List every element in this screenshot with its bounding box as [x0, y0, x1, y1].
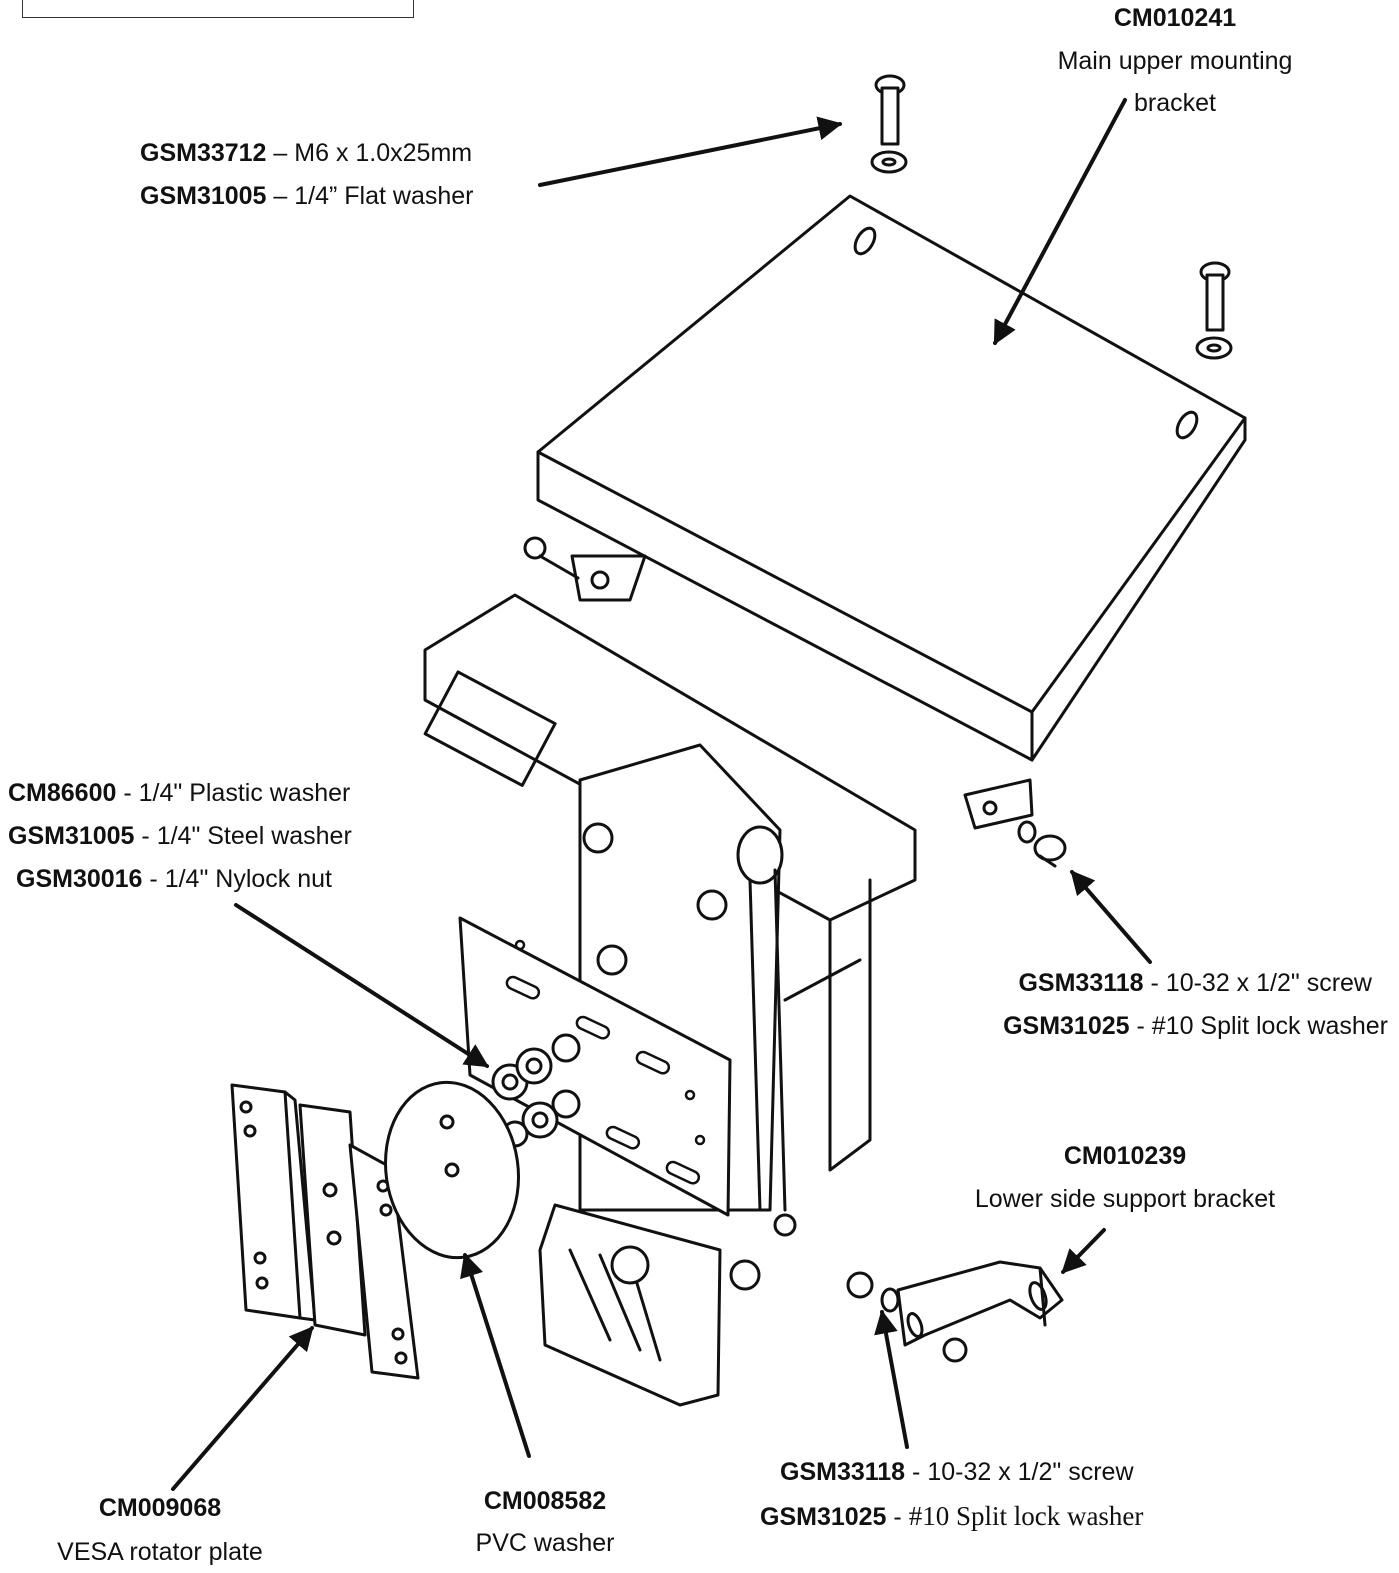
separator: – [266, 182, 295, 210]
part-number: GSM30016 [16, 865, 143, 893]
arrow-top-bolt [538, 116, 843, 187]
part-number: GSM31025 [760, 1503, 887, 1531]
callout-left-hardware: CM86600 - 1/4" Plastic washer GSM31005 -… [8, 778, 352, 894]
callout-right-screw: GSM33118 - 10-32 x 1/2" screw GSM31025 -… [968, 968, 1388, 1041]
arrow-vesa-plate [171, 1326, 314, 1491]
separator: - [116, 779, 139, 807]
top-bolt-left [870, 74, 908, 174]
part-description: M6 x 1.0x25mm [294, 139, 473, 167]
callout-upper-bracket: CM010241 Main upper mounting bracket [1045, 3, 1305, 118]
part-description: 1/4" Steel washer [156, 822, 352, 850]
part-description: Lower side support bracket [974, 1185, 1276, 1213]
part-number: GSM31025 [1003, 1012, 1130, 1040]
part-number: CM008582 [483, 1487, 607, 1515]
part-number: CM010241 [1113, 4, 1237, 32]
part-number: CM010239 [1063, 1142, 1187, 1170]
part-description: #10 Split lock washer [1151, 1012, 1388, 1040]
callout-vesa-plate: CM009068 VESA rotator plate [30, 1493, 290, 1567]
separator: - [1143, 969, 1166, 997]
right-tab-screw [963, 778, 1067, 868]
upper-bracket-plate [536, 194, 1247, 762]
part-description: Main upper mounting [1057, 47, 1293, 75]
arrow-bottom-screw [874, 1309, 909, 1449]
part-number: CM86600 [8, 779, 117, 807]
part-description: 10-32 x 1/2" screw [927, 1458, 1134, 1486]
lower-side-bracket [846, 1260, 1064, 1363]
left-tab-bolt [523, 536, 647, 602]
part-description: PVC washer [475, 1529, 615, 1557]
part-number: GSM33712 [140, 139, 267, 167]
arrow-pvc-washer [460, 1252, 531, 1458]
part-number: GSM33118 [780, 1458, 906, 1486]
base-mount [538, 1203, 797, 1407]
arrow-lower-bracket [1061, 1228, 1106, 1274]
part-description: bracket [1134, 89, 1216, 117]
vesa-rotator-plate [230, 1083, 420, 1380]
arrow-right-screw [1070, 870, 1152, 964]
part-description: 1/4" Plastic washer [138, 779, 351, 807]
callout-bottom-screw: GSM33118 - 10-32 x 1/2" screw GSM31025 -… [760, 1457, 1143, 1532]
part-description: VESA rotator plate [57, 1538, 263, 1566]
callout-pvc-washer: CM008582 PVC washer [440, 1486, 650, 1558]
tilt-plate [458, 916, 732, 1217]
separator: - [1129, 1012, 1152, 1040]
pvc-washer-disk [384, 1080, 520, 1260]
top-bolt-right [1195, 261, 1233, 360]
arrow-upper-bracket [993, 98, 1127, 346]
part-description: 1/4” Flat washer [294, 182, 474, 210]
arrow-left-hardware [234, 903, 490, 1068]
part-description: 1/4" Nylock nut [164, 865, 332, 893]
leader-arrows [171, 98, 1152, 1491]
part-description: 10-32 x 1/2" screw [1165, 969, 1372, 997]
separator: – [266, 139, 295, 167]
part-number: GSM33118 [1018, 969, 1144, 997]
separator: - [905, 1458, 928, 1486]
part-number: GSM31005 [8, 822, 135, 850]
part-number: GSM31005 [140, 182, 267, 210]
callout-top-bolt: GSM33712 – M6 x 1.0x25mm GSM31005 – 1/4”… [140, 138, 474, 211]
callout-lower-bracket: CM010239 Lower side support bracket [950, 1141, 1300, 1214]
part-description: #10 Split lock washer [908, 1501, 1144, 1531]
separator: - [134, 822, 157, 850]
separator: - [142, 865, 165, 893]
separator: - [886, 1503, 909, 1531]
part-number: CM009068 [98, 1494, 222, 1522]
title-box-frame [22, 0, 414, 18]
